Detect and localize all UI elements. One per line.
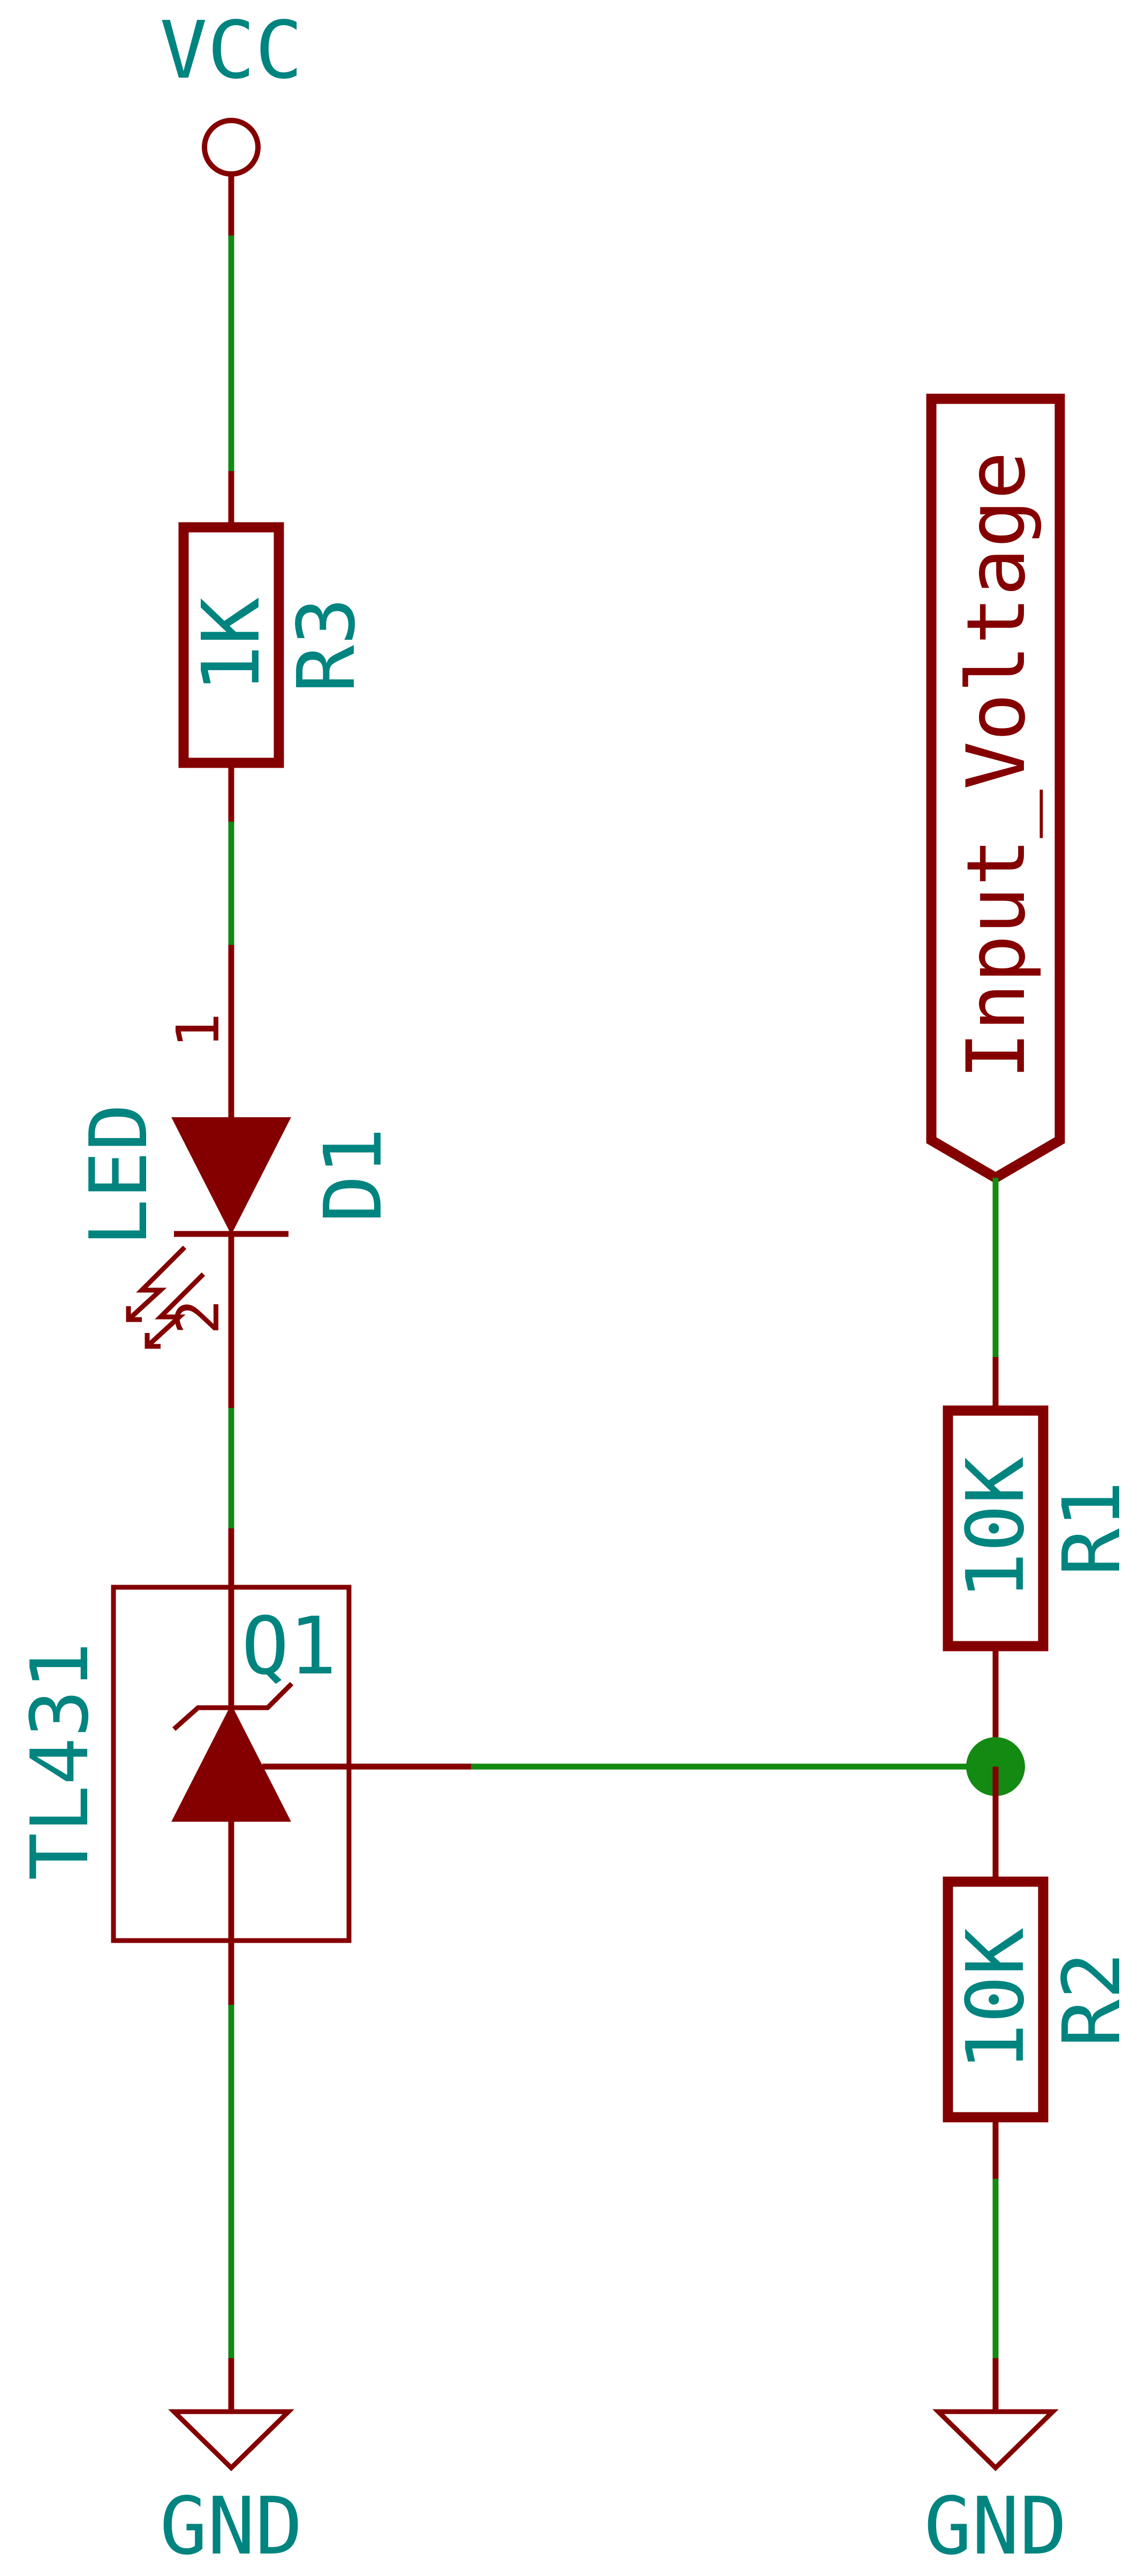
r1-ref: R1: [1046, 1481, 1138, 1576]
gnd-right-symbol[interactable]: GND: [924, 2358, 1067, 2572]
vcc-label: VCC: [160, 4, 302, 96]
hlabel-text: Input_Voltage: [950, 451, 1043, 1080]
r2-ref: R2: [1046, 1952, 1138, 2047]
d1-value: LED: [73, 1103, 165, 1246]
d1-ref: D1: [307, 1127, 399, 1223]
r3-ref: R3: [280, 597, 373, 693]
d1-pin2-number: 2: [164, 1299, 232, 1335]
led-d1[interactable]: 1 2 LED D1: [73, 945, 399, 1408]
d1-emission-arrows-icon: [126, 1245, 206, 1349]
gnd-right-label: GND: [924, 2480, 1067, 2572]
gnd-left-symbol[interactable]: GND: [160, 2358, 303, 2572]
r2-value: 10K: [950, 1928, 1042, 2071]
d1-pin1-number: 1: [164, 1013, 232, 1048]
hierarchical-label-input-voltage[interactable]: Input_Voltage: [926, 393, 1065, 1184]
r1-value: 10K: [950, 1457, 1042, 1600]
hlabel-outline: [926, 393, 1065, 1184]
q1-value: TL431: [14, 1642, 106, 1881]
r3-body: [178, 522, 284, 768]
resistor-r1[interactable]: 10K R1: [943, 1357, 1138, 1767]
gnd-left-label: GND: [160, 2480, 302, 2572]
q1-ref: Q1: [241, 1600, 337, 1692]
gnd-right-triangle-icon: [932, 2409, 1059, 2472]
vcc-power-symbol[interactable]: VCC: [160, 4, 303, 236]
vcc-circle: [202, 118, 261, 177]
resistor-r2[interactable]: 10K R2: [943, 1767, 1138, 2179]
r3-value: 1K: [185, 597, 277, 693]
gnd-left-triangle-icon: [168, 2409, 295, 2472]
resistor-r3[interactable]: 1K R3: [178, 471, 373, 822]
shunt-reference-q1[interactable]: Q1 TL431: [14, 1528, 471, 2005]
d1-triangle: [171, 1117, 291, 1235]
